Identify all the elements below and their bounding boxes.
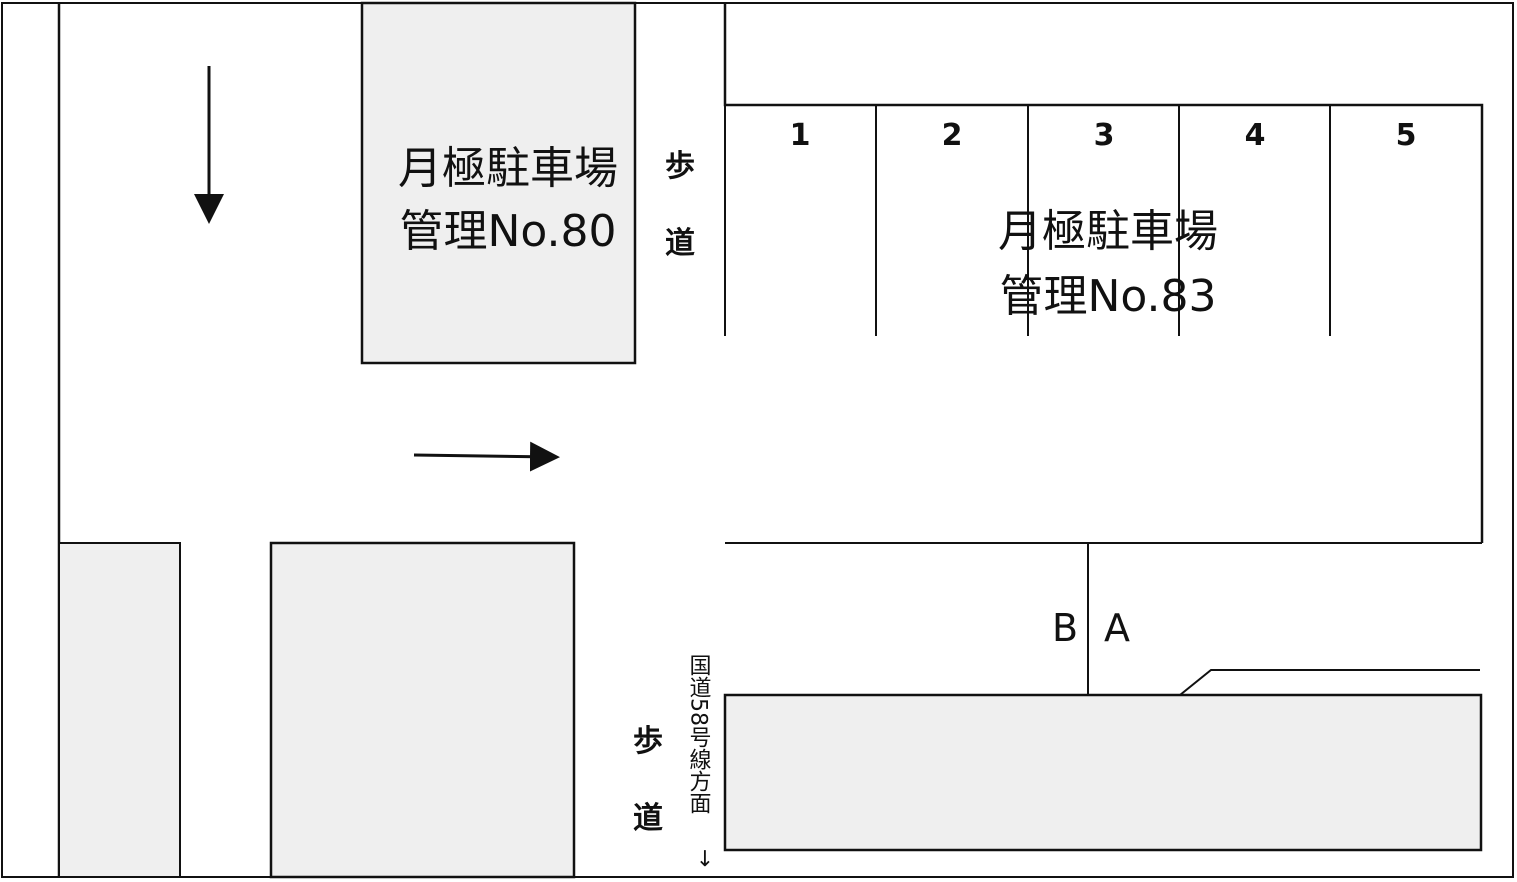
- lot-83-title: 月極駐車場: [998, 206, 1218, 257]
- lot-80-id: 管理No.80: [399, 206, 616, 257]
- lower-middle-block: [269, 541, 576, 879]
- label-a: A: [1104, 606, 1130, 650]
- sidewalk-lower-char: 道: [633, 801, 663, 836]
- sidewalk-lower-char: 歩: [633, 724, 663, 759]
- right-arrow-icon: [413, 441, 560, 472]
- lot-80-block: [360, 1, 637, 365]
- lot-80-title: 月極駐車場: [398, 143, 618, 194]
- space-number-4: 4: [1245, 118, 1266, 153]
- direction-label: 国道58号線方面: [686, 654, 712, 814]
- space-number-1: 1: [790, 118, 811, 153]
- space-number-5: 5: [1396, 118, 1417, 153]
- upper-right-building: [723, 3, 1484, 543]
- space-number-2: 2: [942, 118, 963, 153]
- ramp-outline: [1179, 669, 1480, 696]
- lower-left-block: [58, 542, 181, 878]
- lower-right-block: [723, 693, 1483, 852]
- sidewalk-upper-char: 歩: [665, 149, 695, 184]
- sidewalk-upper-char: 道: [665, 226, 695, 261]
- label-b: B: [1052, 606, 1078, 650]
- space-number-3: 3: [1094, 118, 1115, 153]
- direction-arrow-icon: →: [692, 849, 717, 867]
- lot-83-id: 管理No.83: [999, 271, 1216, 322]
